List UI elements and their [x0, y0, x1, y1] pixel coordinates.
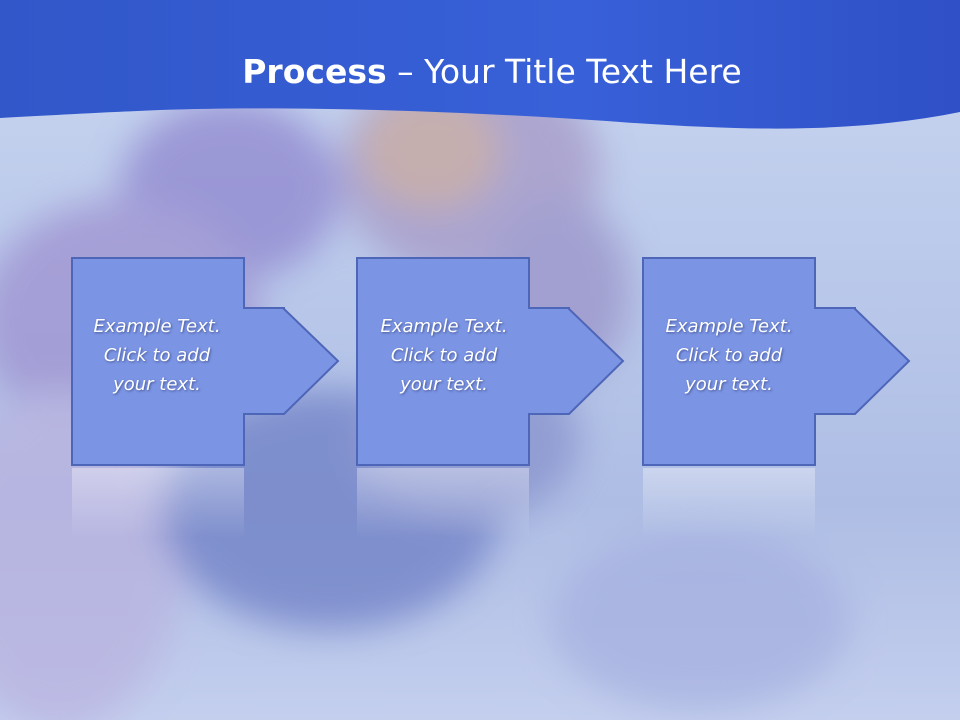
- step-3-line-2: Click to add: [675, 345, 783, 366]
- step-3-text[interactable]: Example Text. Click to add your text.: [644, 312, 814, 399]
- step-1-line-2: Click to add: [103, 345, 211, 366]
- step-2-line-2: Click to add: [390, 345, 498, 366]
- step-1-text[interactable]: Example Text. Click to add your text.: [72, 312, 242, 399]
- step-2-arrow-box[interactable]: [356, 257, 625, 466]
- step-3-line-1: Example Text.: [665, 316, 793, 337]
- step-1-line-1: Example Text.: [93, 316, 221, 337]
- step-1-shape[interactable]: [71, 257, 340, 466]
- step-3-reflection: [643, 468, 815, 538]
- step-2-line-1: Example Text.: [380, 316, 508, 337]
- step-2-line-3: your text.: [400, 374, 488, 395]
- step-1-arrow-box[interactable]: [71, 257, 340, 466]
- title-rest: – Your Title Text Here: [386, 52, 742, 91]
- step-1-reflection: [72, 468, 244, 538]
- step-3-arrow-box[interactable]: [642, 257, 911, 466]
- title-bold: Process: [242, 52, 387, 91]
- step-3-shape[interactable]: [642, 257, 911, 466]
- slide-title[interactable]: Process – Your Title Text Here: [0, 52, 960, 91]
- step-1-line-3: your text.: [113, 374, 201, 395]
- step-3-line-3: your text.: [685, 374, 773, 395]
- step-2-reflection: [357, 468, 529, 538]
- step-2-text[interactable]: Example Text. Click to add your text.: [359, 312, 529, 399]
- step-2-shape[interactable]: [356, 257, 625, 466]
